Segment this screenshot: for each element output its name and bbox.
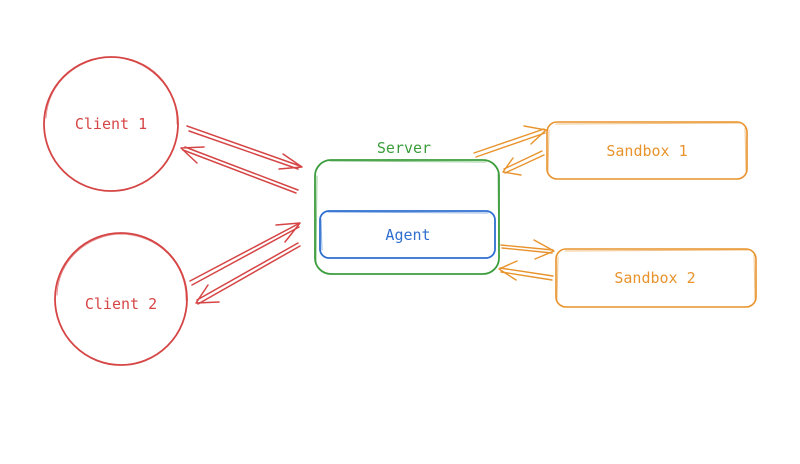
- arrow-shaft: [500, 244, 554, 254]
- edge-server-to-sandbox2: [500, 239, 555, 260]
- arrow-head: [195, 284, 220, 304]
- edge-sandbox1-to-server: [502, 150, 545, 176]
- client-1-node: Client 1: [43, 56, 179, 192]
- arrow-head: [278, 153, 303, 170]
- sandbox-2-box: [555, 248, 757, 308]
- edge-client1-to-server: [186, 125, 303, 170]
- agent-label: Agent: [385, 226, 430, 244]
- agent-node: Agent: [319, 210, 496, 259]
- arrow-head: [275, 222, 301, 243]
- sandbox-1-box: [546, 121, 748, 180]
- sandbox-2-box-sketch: [556, 249, 756, 301]
- server-box: [314, 159, 500, 275]
- client-1-circle-sketch: [45, 56, 178, 125]
- arrow-shaft: [499, 267, 554, 281]
- server-box-sketch: [315, 160, 500, 263]
- sandbox-1-label: Sandbox 1: [606, 142, 687, 160]
- arrow-shaft: [473, 128, 546, 158]
- arrow-head: [498, 260, 518, 281]
- sandbox-1-node: Sandbox 1: [546, 121, 748, 180]
- edge-server-to-client1: [180, 146, 299, 194]
- edge-server-to-sandbox1: [473, 125, 547, 158]
- client-1-label: Client 1: [75, 115, 147, 133]
- arrow-shaft: [186, 125, 301, 170]
- client-2-node: Client 2: [54, 232, 188, 366]
- server-node: Server Agent: [314, 139, 500, 275]
- arrow-head: [533, 239, 555, 260]
- client-2-circle-sketch: [56, 233, 187, 301]
- arrow-head: [180, 146, 205, 164]
- edge-client2-to-server: [189, 222, 301, 286]
- arrow-shaft: [503, 150, 545, 174]
- edge-sandbox2-to-server: [498, 260, 554, 281]
- sandbox-2-node: Sandbox 2: [555, 248, 757, 308]
- agent-box: [319, 210, 496, 259]
- agent-box-sketch: [320, 211, 489, 251]
- arrow-shaft: [189, 223, 300, 286]
- arrow-head: [502, 157, 522, 176]
- edge-server-to-client2: [195, 242, 301, 305]
- sandbox-1-box-sketch: [547, 122, 747, 173]
- client-2-circle: [54, 232, 188, 366]
- client-2-label: Client 2: [85, 295, 157, 313]
- arrow-shaft: [182, 146, 299, 194]
- sandbox-2-label: Sandbox 2: [614, 269, 695, 287]
- server-label: Server: [377, 139, 431, 157]
- arrow-head: [523, 125, 547, 145]
- arrow-shaft: [196, 242, 301, 305]
